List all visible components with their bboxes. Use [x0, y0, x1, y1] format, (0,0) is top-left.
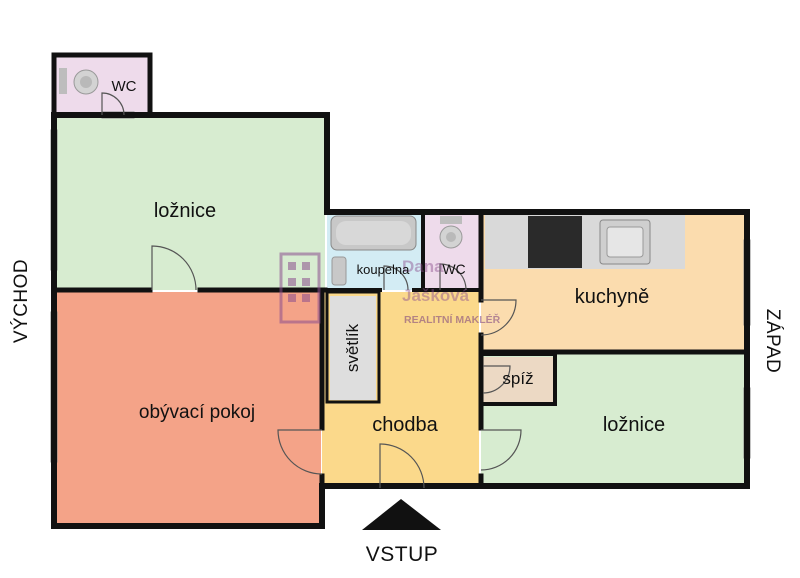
room-label-bedroom-right: ložnice: [603, 414, 665, 436]
room-label-living-room: obývací pokoj: [139, 402, 255, 423]
room-label-bathroom: koupelna: [357, 262, 411, 277]
room-label-bedroom-top: ložnice: [154, 200, 216, 222]
entrance-arrow-icon: [362, 499, 441, 530]
room-label-skylight: světlík: [343, 323, 362, 372]
wc-mid-floor: [425, 212, 481, 290]
pantry-floor-top: [483, 357, 553, 402]
watermark-name-line2: Jašková: [402, 286, 470, 305]
doors: [101, 92, 522, 489]
room-label-wc-mid: WC: [442, 261, 465, 277]
room-label-pantry: spíž: [502, 369, 533, 388]
orientation-east-label: VÝCHOD: [11, 258, 32, 344]
orientation-west-label: ZÁPAD: [762, 308, 783, 374]
room-label-wc-top: WC: [112, 78, 137, 95]
watermark-name-line1: Dana: [402, 257, 444, 276]
living-room-floor: [54, 292, 321, 524]
entrance-label: VSTUP: [365, 543, 439, 566]
toilet-icon-mid: [439, 216, 463, 249]
kitchen-counter: [485, 215, 685, 269]
room-label-hallway: chodba: [372, 414, 438, 436]
room-label-kitchen: kuchyně: [575, 286, 650, 308]
bathtub-icon: [330, 215, 417, 251]
basin-icon: [331, 256, 347, 286]
watermark-logo: [279, 252, 321, 324]
walls: [51, 52, 750, 529]
watermark-tagline: REALITNÍ MAKLÉŘ: [404, 313, 501, 326]
toilet-icon-top: [59, 68, 99, 95]
skylight-inner: [330, 296, 376, 400]
